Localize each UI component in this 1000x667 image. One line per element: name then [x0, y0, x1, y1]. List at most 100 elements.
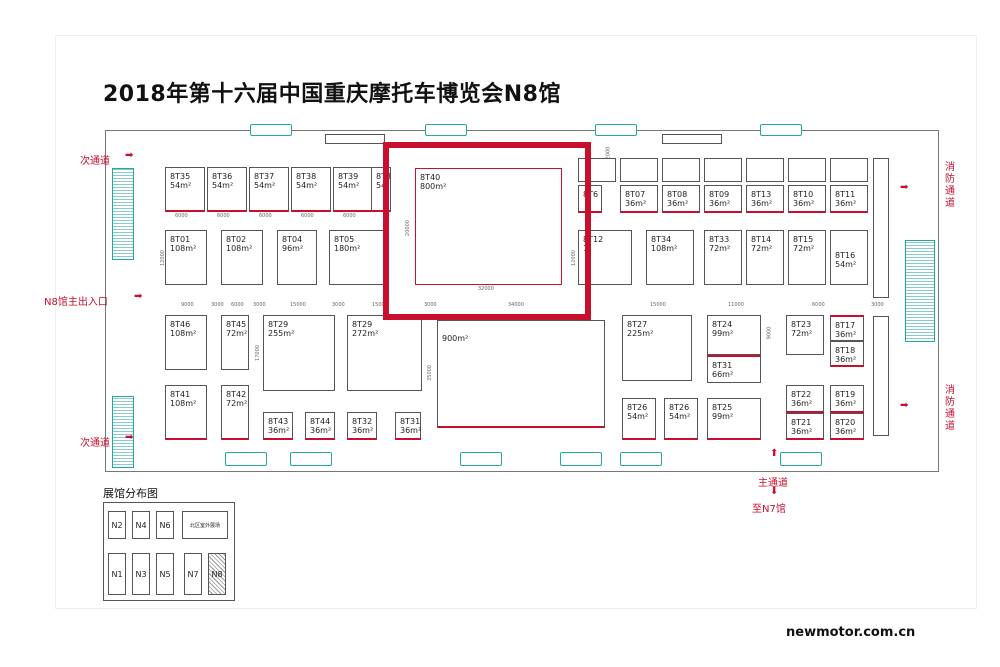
outdoor-area: 北区室外展场 — [182, 511, 228, 539]
booth-id: 8T41 — [170, 390, 191, 399]
booth-area: 180m² — [334, 244, 361, 253]
booth-id: 8T29 — [352, 320, 373, 329]
booth-id: 8T05 — [334, 235, 355, 244]
dimension-label: 12000 — [159, 250, 166, 266]
door-bottom-1 — [225, 452, 267, 466]
booth-id: 8T17 — [835, 321, 856, 330]
booth-area: 36m² — [835, 399, 857, 408]
booth-id: 8T35 — [170, 172, 191, 181]
booth-area: 36m² — [835, 427, 857, 436]
booth-id: 8T20 — [835, 418, 856, 427]
door-bottom-3 — [460, 452, 502, 466]
secondary-channel-label: 次通道 — [80, 438, 110, 449]
dimension-label: 9000 — [181, 302, 194, 308]
hall-distribution-map: N2 N4 N6 北区室外展场 N1 N3 N5 N7 N8 — [103, 502, 235, 601]
mini-stand-block — [620, 158, 658, 182]
booth-area: 66m² — [712, 370, 734, 379]
staircase-east — [905, 240, 935, 342]
door-bottom-5 — [620, 452, 662, 466]
booth-area: 108m² — [651, 244, 678, 253]
booth-id: 8T11 — [835, 190, 856, 199]
arrow-right-icon: ➡ — [125, 432, 134, 443]
booth-id: 8T24 — [712, 320, 733, 329]
watermark: newmotor.com.cn — [786, 625, 916, 640]
dimension-label: 15000 — [372, 302, 388, 308]
booth-area: 108m² — [170, 399, 197, 408]
page-title: 2018年第十六届中国重庆摩托车博览会N8馆 — [103, 82, 561, 107]
hall-cell: N6 — [156, 511, 174, 539]
booth-id: 8T04 — [282, 235, 303, 244]
booth-area: 54m² — [170, 181, 192, 190]
booth-id: 8T31 — [400, 417, 421, 426]
mini-stand-block — [662, 134, 722, 144]
dimension-label: 2000 — [605, 146, 612, 160]
booth-area: 36m² — [352, 426, 374, 435]
booth-900[interactable]: 900m² — [437, 320, 605, 428]
dimension-label: 3000 — [332, 302, 345, 308]
door-top-3 — [595, 124, 637, 136]
hall-cell: N3 — [132, 553, 150, 595]
booth-id: 8T19 — [835, 390, 856, 399]
dimension-label: 3000 — [211, 302, 224, 308]
dimension-label: 32000 — [478, 286, 494, 292]
door-bottom-6 — [780, 452, 822, 466]
booth-id: 8T37 — [254, 172, 275, 181]
booth-area: 54m² — [254, 181, 276, 190]
booth-area: 72m² — [751, 244, 773, 253]
booth-id: 8T46 — [170, 320, 191, 329]
dimension-label: 15000 — [290, 302, 306, 308]
booth-id: 8T39 — [338, 172, 359, 181]
door-bottom-2 — [290, 452, 332, 466]
booth-id: 8T40 — [420, 173, 441, 182]
booth-id: 8T07 — [625, 190, 646, 199]
mini-stand-column — [873, 158, 889, 298]
door-bottom-4 — [560, 452, 602, 466]
booth-area: 54m² — [669, 412, 691, 421]
booth-area: 72m² — [709, 244, 731, 253]
